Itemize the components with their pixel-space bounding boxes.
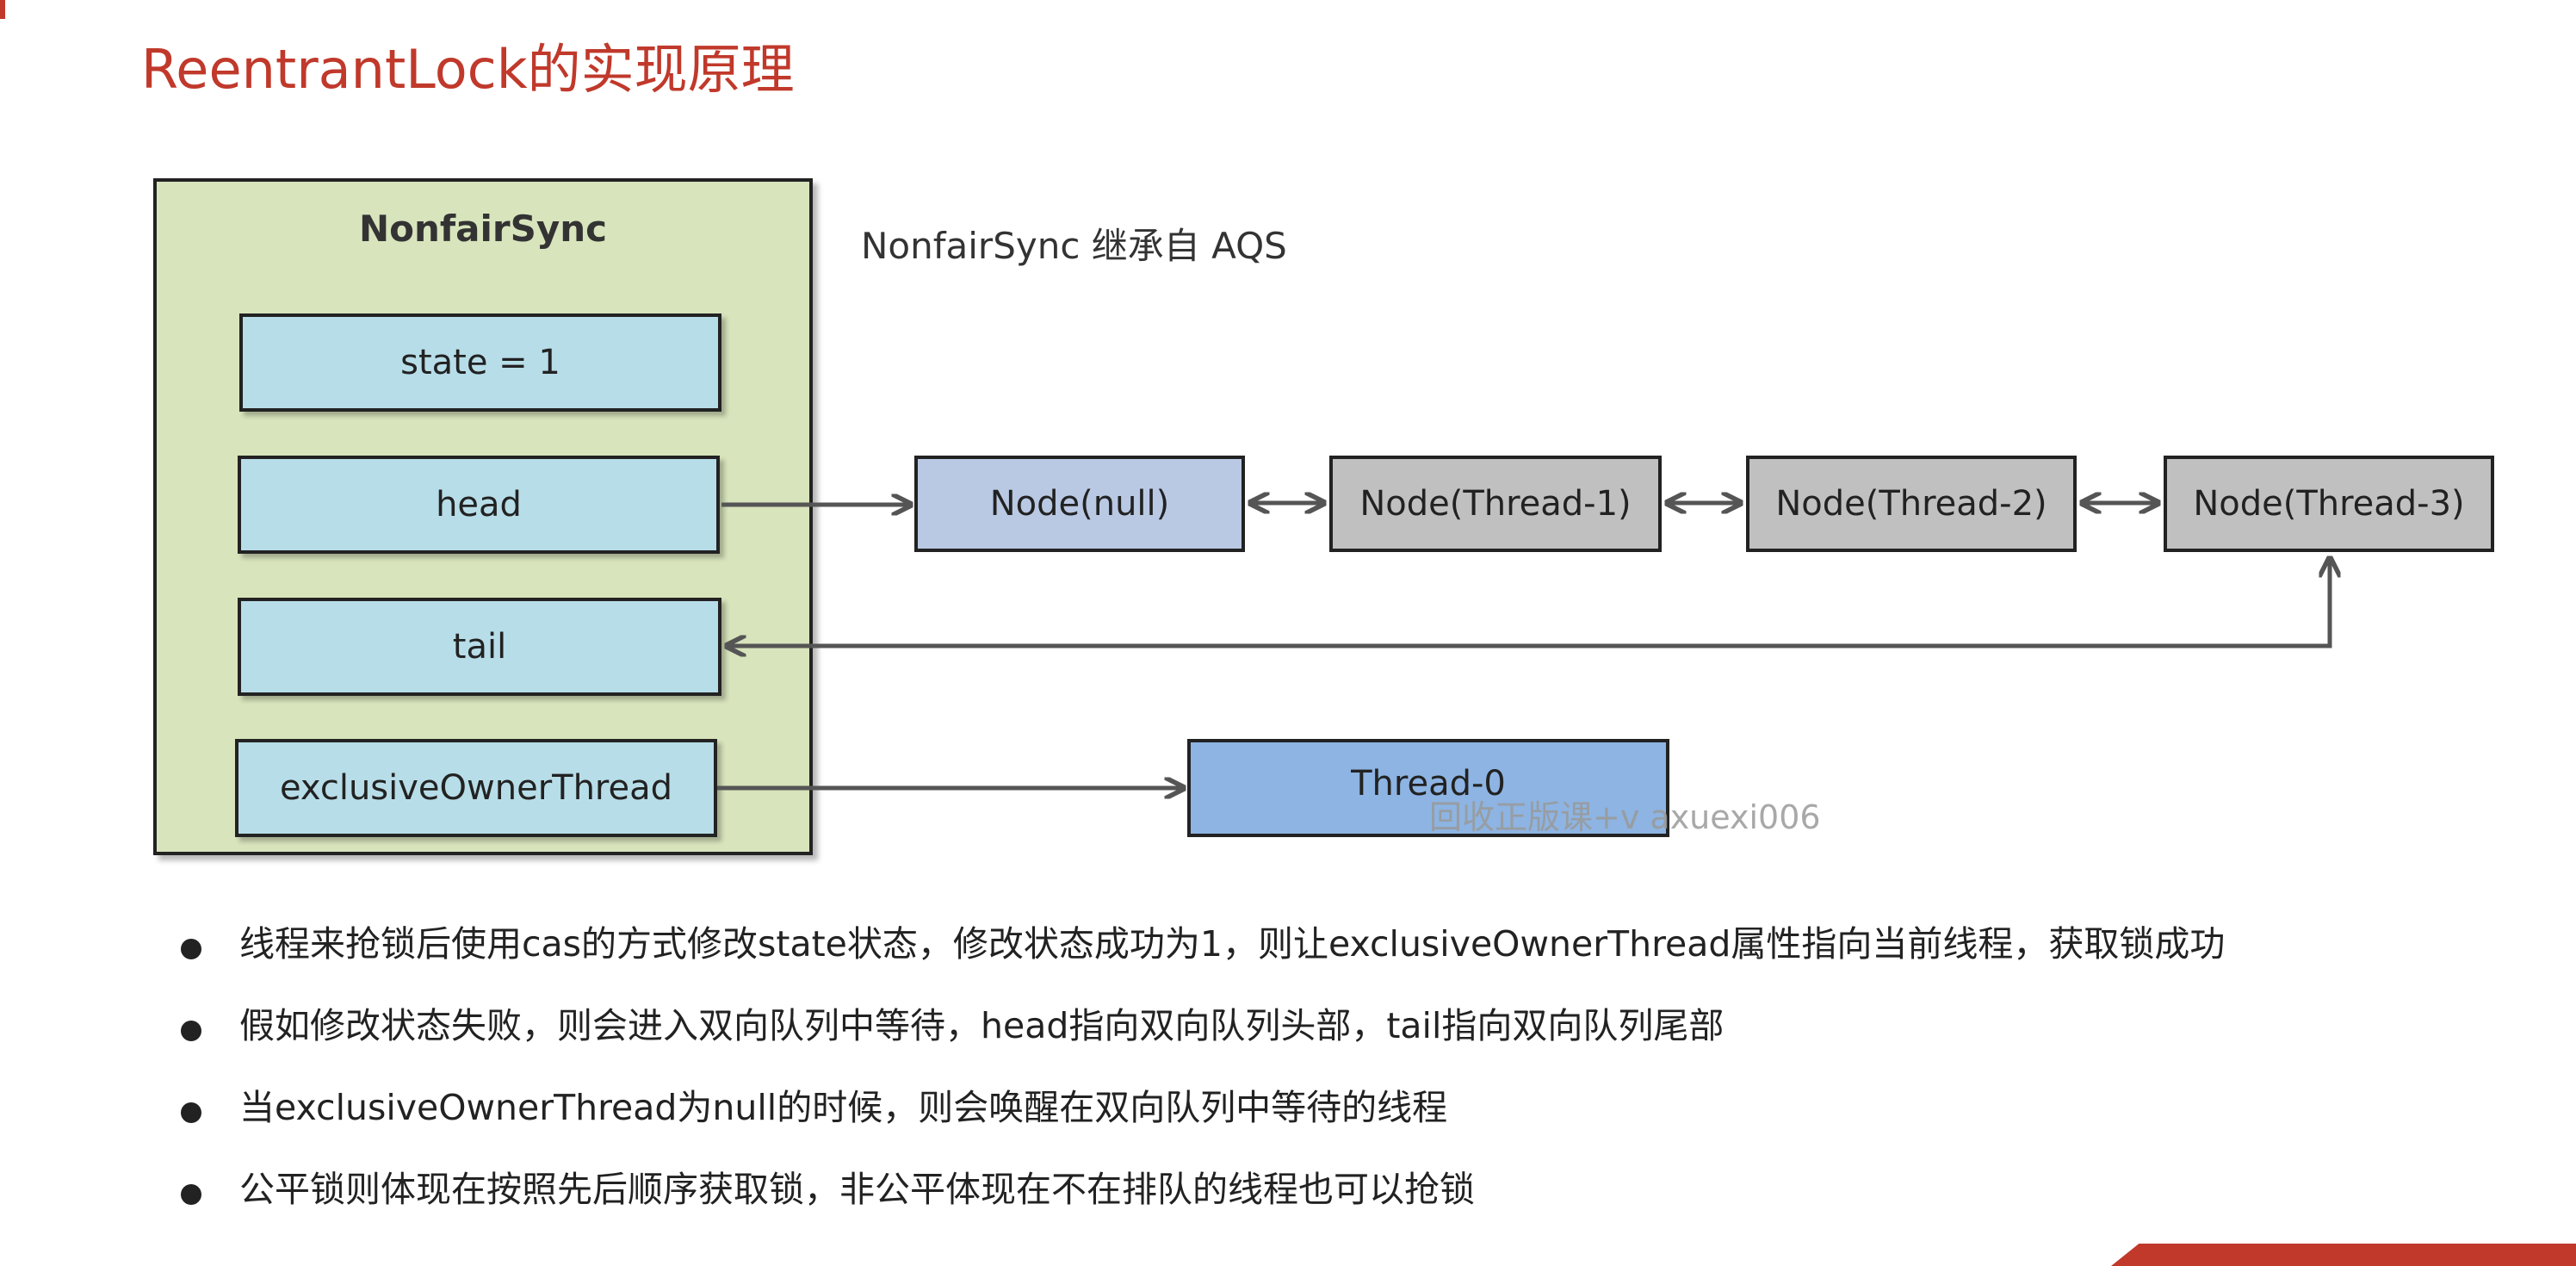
tail-field: tail [238, 598, 721, 696]
bullet-dot-icon [181, 1184, 201, 1205]
inheritance-note: NonfairSync 继承自 AQS [861, 225, 1287, 267]
queue-node-thread-2: Node(Thread-2) [1746, 456, 2077, 552]
queue-node-thread-1: Node(Thread-1) [1329, 456, 1662, 552]
bullet-dot-icon [181, 1102, 201, 1123]
queue-node-thread-3: Node(Thread-3) [2164, 456, 2494, 552]
watermark: 回收正版课+v axuexi006 [1429, 798, 1821, 836]
exclusive-owner-thread-field: exclusiveOwnerThread [235, 739, 717, 837]
head-field: head [238, 456, 720, 554]
bullet-dot-icon [181, 939, 201, 959]
footer-accent [2111, 1244, 2576, 1266]
queue-node-null: Node(null) [914, 456, 1245, 552]
bullet-text: 当exclusiveOwnerThread为null的时候，则会唤醒在双向队列中… [239, 1087, 1448, 1128]
thread-0-box: Thread-0 [1187, 739, 1669, 837]
bullet-dot-icon [181, 1021, 201, 1041]
bullet-text: 线程来抢锁后使用cas的方式修改state状态，修改状态成功为1，则让exclu… [239, 923, 2226, 965]
bullet-text: 公平锁则体现在按照先后顺序获取锁，非公平体现在不在排队的线程也可以抢锁 [239, 1169, 1475, 1210]
page-title: ReentrantLock的实现原理 [141, 38, 795, 101]
corner-accent [0, 0, 5, 19]
nonfairsync-label: NonfairSync [358, 208, 608, 250]
tail-to-last-node-arrow [727, 558, 2330, 646]
state-field: state = 1 [239, 313, 721, 412]
bullet-text: 假如修改状态失败，则会进入双向队列中等待，head指向双向队列头部，tail指向… [239, 1005, 1725, 1046]
